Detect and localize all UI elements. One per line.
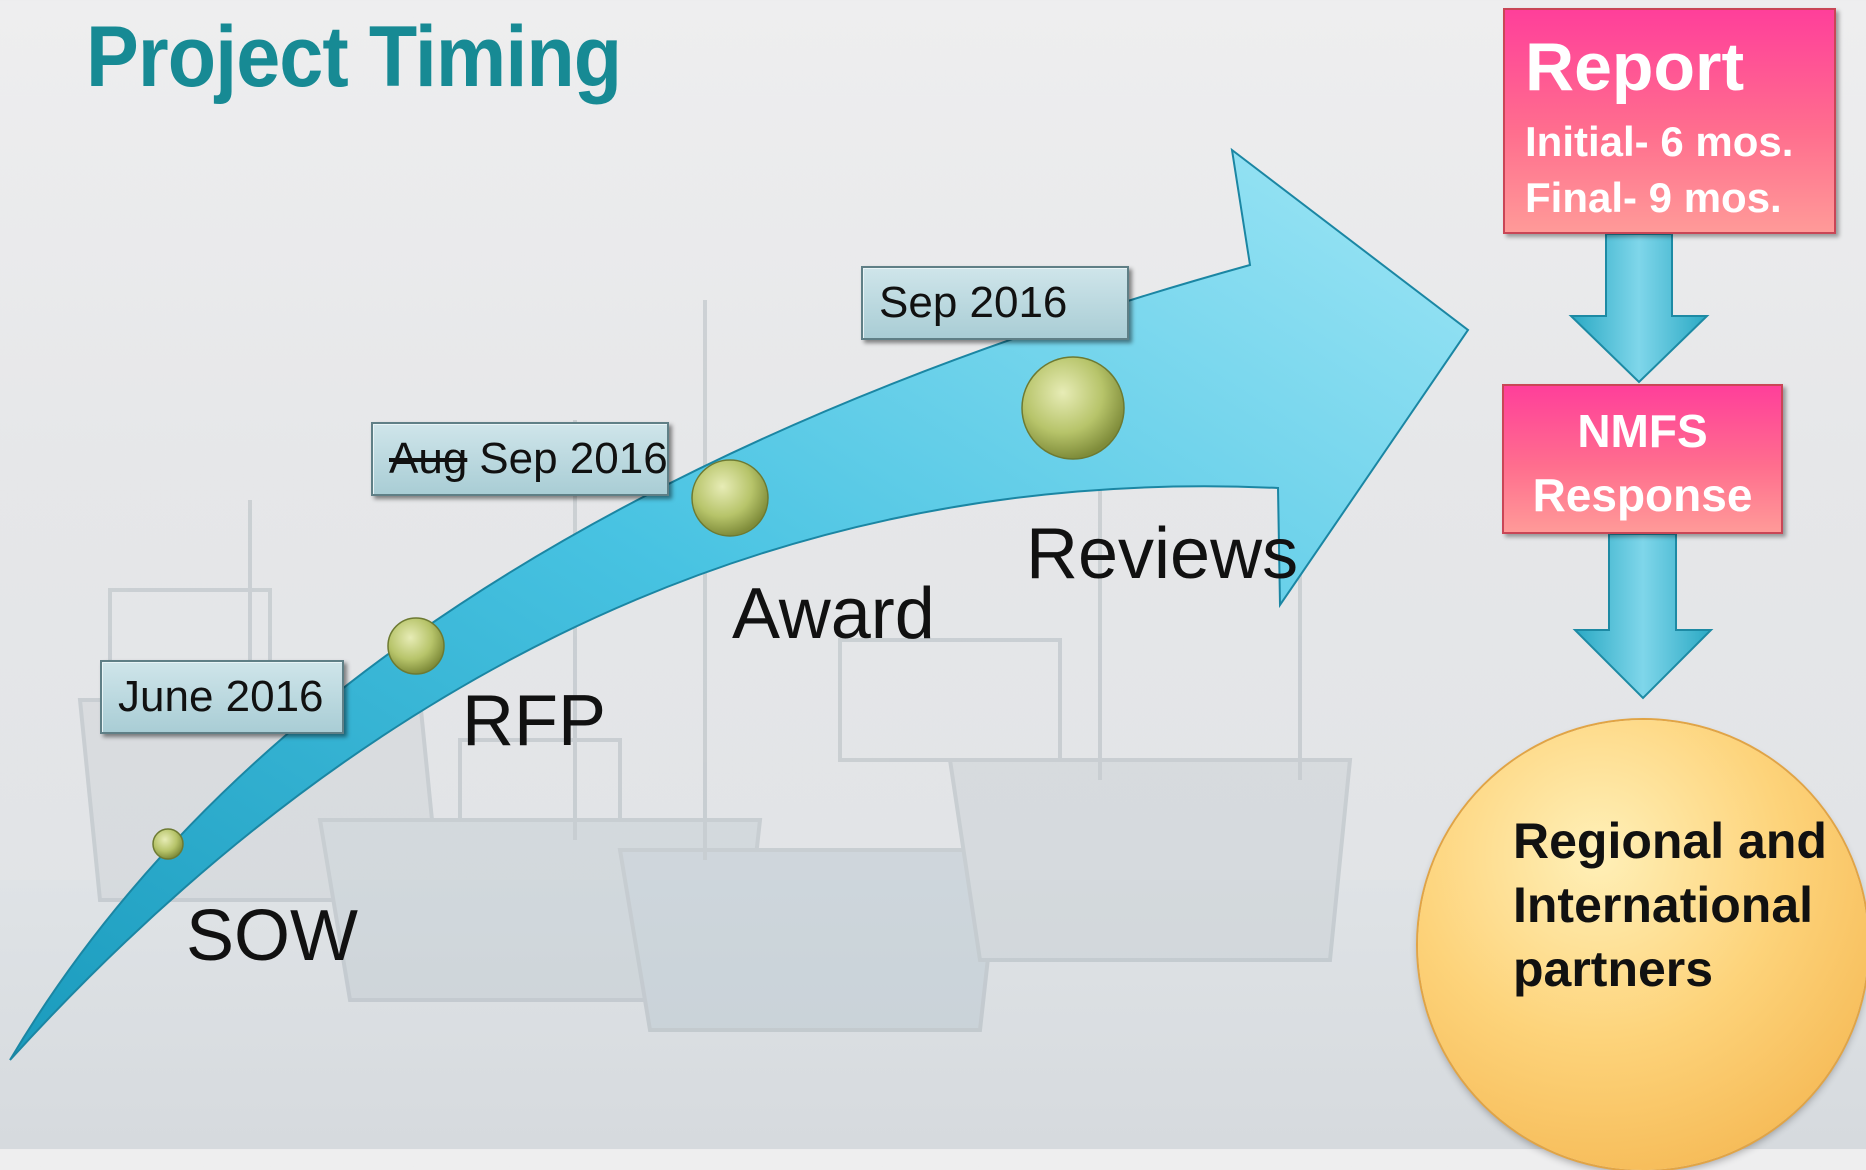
report-title: Report (1525, 29, 1745, 105)
milestone-reviews: Reviews (1026, 514, 1299, 594)
date-sow: June 2016 (118, 672, 324, 721)
milestone-rfp: RFP (462, 681, 606, 761)
dot-rfp (387, 617, 445, 675)
report-initial: Initial- 6 mos. (1525, 118, 1794, 165)
nmfs-line-2: Response (1532, 469, 1753, 521)
down-arrow-1 (1568, 233, 1710, 384)
milestone-award: Award (732, 574, 935, 654)
milestone-sow: SOW (186, 896, 358, 976)
partners-line-3: partners (1513, 941, 1714, 997)
report-box: Report Initial- 6 mos. Final- 9 mos. (1503, 8, 1836, 234)
partners-circle (1418, 720, 1866, 1170)
report-final: Final- 9 mos. (1525, 174, 1782, 221)
date-box-rfp: Aug Sep 2016 (371, 422, 669, 496)
date-reviews: Sep 2016 (879, 278, 1068, 327)
nmfs-line-1: NMFS (1577, 405, 1708, 457)
partners-line-1: Regional and (1513, 813, 1827, 869)
nmfs-box: NMFS Response (1502, 384, 1783, 534)
dot-reviews (1021, 356, 1125, 460)
date-rfp-struck: Aug (389, 434, 468, 483)
page-title: Project Timing (86, 9, 622, 105)
partners-line-2: International (1513, 877, 1814, 933)
dot-award (691, 459, 769, 537)
date-rfp: Sep 2016 (479, 434, 668, 483)
dot-sow (152, 828, 184, 860)
date-box-reviews: Sep 2016 (861, 266, 1129, 340)
date-box-sow: June 2016 (100, 660, 344, 734)
down-arrow-2 (1572, 533, 1714, 700)
